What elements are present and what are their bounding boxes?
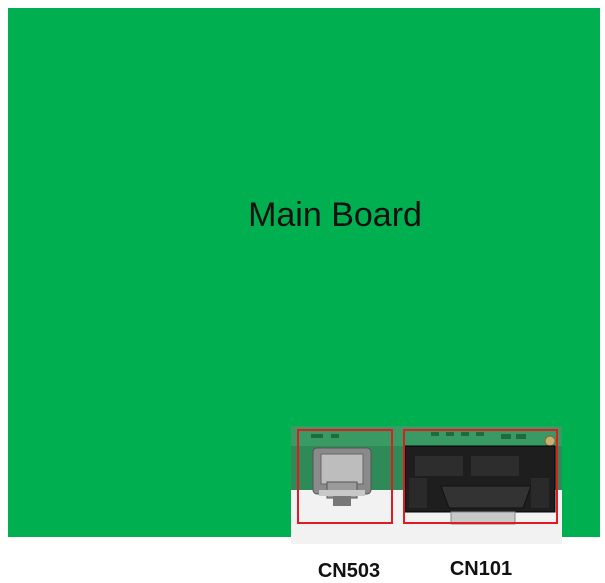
usb-connector-icon [312, 447, 372, 506]
cn101-label: CN101 [449, 558, 513, 580]
cn503-label: CN503 [317, 560, 381, 582]
cn503-highlight [297, 429, 393, 524]
board-title: Main Board [248, 196, 422, 234]
pcb-top-edge [291, 426, 562, 446]
connector-photo [291, 426, 562, 544]
d-sub-connector-icon [404, 445, 556, 525]
cn101-highlight [403, 429, 558, 524]
connector-photo-drawing [291, 426, 562, 544]
pcb-components [311, 432, 526, 439]
